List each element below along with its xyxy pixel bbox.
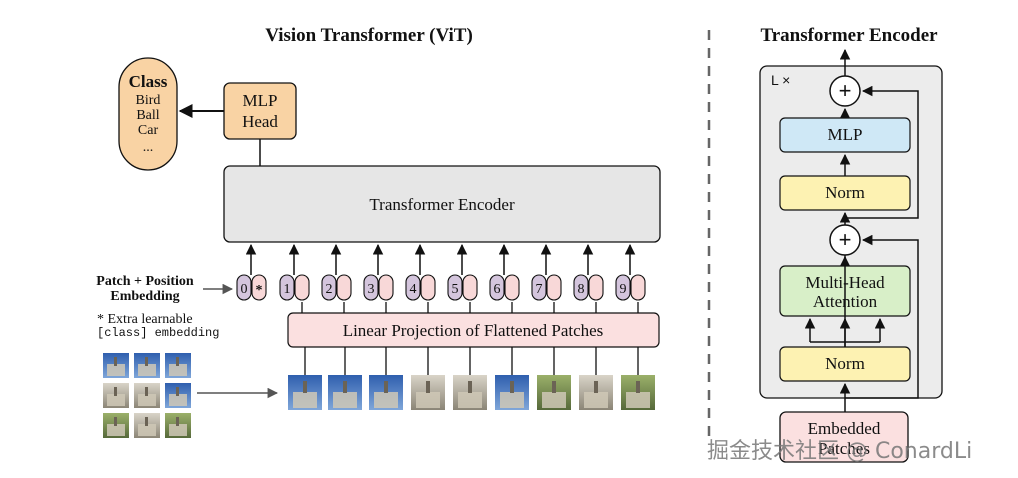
- encoder-detail-title: Transformer Encoder: [760, 25, 938, 46]
- grid-patch-image: [134, 353, 160, 378]
- patch-embedding-token: [504, 274, 520, 301]
- transformer-encoder-box: Transformer Encoder: [223, 165, 661, 243]
- norm-label: Norm: [825, 354, 865, 373]
- mlp-head-label-1: MLP: [243, 91, 278, 110]
- mlp-label: MLP: [828, 125, 863, 144]
- class-token-mark: *: [256, 283, 263, 298]
- add-symbol: +: [839, 78, 852, 103]
- mlp-block: MLP: [779, 117, 911, 153]
- patch-embedding-token: [462, 274, 478, 301]
- mlp-head-label-2: Head: [242, 112, 278, 131]
- class-item: Bird: [136, 93, 161, 108]
- flattened-patch-image: [288, 347, 322, 410]
- flattened-patch-image: [537, 347, 571, 410]
- repeat-label: L ×: [771, 72, 790, 88]
- position-embedding-token: [405, 274, 421, 301]
- flattened-patch-image: [453, 347, 487, 410]
- embedded-label-1: Embedded: [808, 419, 881, 438]
- input-image-grid: [103, 353, 191, 438]
- position-index: 2: [326, 282, 333, 297]
- watermark: 掘金技术社区 @ ConardLi: [707, 439, 972, 464]
- extra-note-2: [class] embedding: [97, 326, 219, 340]
- embedded-patches-box: Embedded Patches: [779, 411, 909, 463]
- patch-embedding-token: [251, 274, 267, 301]
- token-pair: 6: [489, 274, 520, 301]
- position-index: 4: [410, 282, 417, 297]
- grid-patch-image: [103, 353, 129, 378]
- position-embedding-token: [363, 274, 379, 301]
- embedded-label-2: Patches: [818, 439, 870, 458]
- embedding-label-2: Embedding: [110, 289, 179, 304]
- position-embedding-token: [489, 274, 505, 301]
- position-embedding-token: [615, 274, 631, 301]
- residual-add-lower: +: [829, 224, 861, 256]
- position-index: 3: [368, 282, 375, 297]
- flattened-patch-image: [411, 347, 445, 410]
- class-item: ...: [143, 140, 154, 155]
- linear-projection-label: Linear Projection of Flattened Patches: [343, 321, 604, 340]
- patch-embedding-token: [546, 274, 562, 301]
- vit-title: Vision Transformer (ViT): [265, 25, 473, 46]
- grid-patch-image: [165, 413, 191, 438]
- position-embedding-token: [447, 274, 463, 301]
- extra-note-1: * Extra learnable: [97, 312, 193, 327]
- transformer-encoder-label: Transformer Encoder: [369, 195, 515, 214]
- grid-patch-image: [103, 383, 129, 408]
- class-box-title: Class: [129, 72, 168, 91]
- position-index: 8: [578, 282, 585, 297]
- norm-block-lower: Norm: [779, 346, 911, 382]
- flattened-patch-image: [369, 347, 403, 410]
- patch-embedding-token: [630, 274, 646, 301]
- class-item: Ball: [136, 108, 159, 123]
- position-embedding-token: [279, 274, 295, 301]
- grid-patch-image: [165, 383, 191, 408]
- token-pair: 5: [447, 274, 478, 301]
- linear-projection-box: Linear Projection of Flattened Patches: [287, 312, 660, 348]
- token-pair: 3: [363, 274, 394, 301]
- position-index: 9: [620, 282, 627, 297]
- token-pair: 2: [321, 274, 352, 301]
- position-index: 5: [452, 282, 459, 297]
- patch-embedding-token: [378, 274, 394, 301]
- patch-embedding-token: [588, 274, 604, 301]
- patch-sequence: [288, 347, 655, 410]
- token-pair: 4: [405, 274, 436, 301]
- flattened-patch-image: [328, 347, 362, 410]
- token-pair: 9: [615, 274, 646, 301]
- token-pair: 0*: [236, 274, 267, 301]
- grid-patch-image: [165, 353, 191, 378]
- position-embedding-token: [321, 274, 337, 301]
- flattened-patch-image: [621, 347, 655, 410]
- token-pair: 1: [279, 274, 310, 301]
- class-output-box: Class Bird Ball Car ...: [118, 57, 178, 171]
- patch-embedding-token: [420, 274, 436, 301]
- position-index: 0: [241, 282, 248, 297]
- encoder-connections: [804, 48, 919, 412]
- flattened-patch-image: [579, 347, 613, 410]
- flattened-patch-image: [495, 347, 529, 410]
- grid-patch-image: [134, 383, 160, 408]
- mlp-head-box: MLP Head: [223, 82, 297, 140]
- position-index: 6: [494, 282, 501, 297]
- token-pair: 7: [531, 274, 562, 301]
- class-item: Car: [138, 123, 159, 138]
- position-embedding-token: [236, 274, 252, 301]
- grid-patch-image: [134, 413, 160, 438]
- embedding-label-1: Patch + Position: [96, 274, 194, 289]
- position-embedding-token: [573, 274, 589, 301]
- residual-add-upper: +: [829, 75, 861, 107]
- position-index: 7: [536, 282, 543, 297]
- position-index: 1: [284, 282, 291, 297]
- token-pair: 8: [573, 274, 604, 301]
- add-symbol: +: [839, 227, 852, 252]
- grid-patch-image: [103, 413, 129, 438]
- patch-embedding-token: [294, 274, 310, 301]
- patch-embedding-token: [336, 274, 352, 301]
- norm-label: Norm: [825, 183, 865, 202]
- norm-block-upper: Norm: [779, 175, 911, 211]
- position-embedding-token: [531, 274, 547, 301]
